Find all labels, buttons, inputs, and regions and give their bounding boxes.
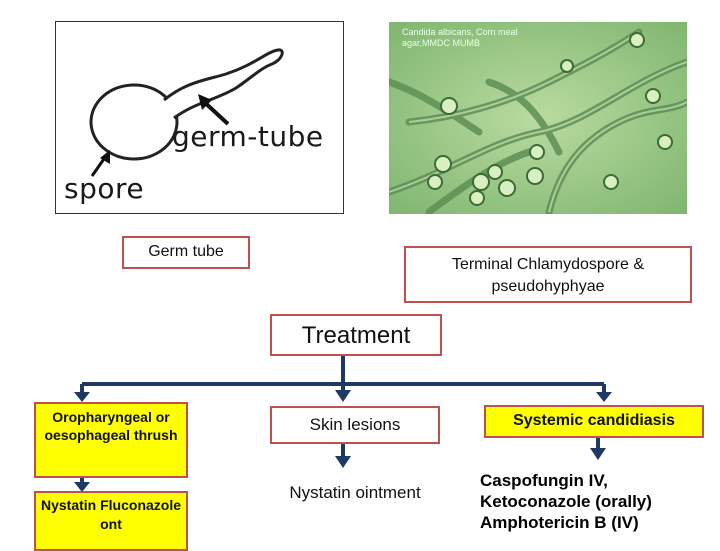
arrow-head-right — [596, 392, 612, 402]
arrow-head-right-step — [590, 448, 606, 460]
germ-tube-arrowhead — [198, 94, 212, 110]
arrow-head-mid-step — [335, 456, 351, 468]
chlamydospore-caption: Terminal Chlamydospore & pseudohyphyae — [404, 246, 692, 303]
skin-lesions-drug: Nystatin ointment — [289, 483, 421, 502]
germ-tube-sketch-label: germ-tube — [172, 120, 324, 153]
systemic-candidiasis-drug: Caspofungin IV, Ketoconazole (orally) Am… — [480, 471, 652, 532]
germ-tube-sketch — [89, 48, 284, 177]
spore-sketch-label: spore — [64, 172, 145, 205]
skin-lesions-box: Skin lesions — [270, 406, 440, 444]
arrow-head-left — [74, 392, 90, 402]
oral-thrush-box: Oropharyngeal or oesophageal thrush — [34, 402, 188, 478]
germ-tube-illustration: germ-tube spore — [55, 21, 344, 214]
spore-cell — [89, 83, 179, 161]
candida-micrograph: Candida albicans, Corn meal agar,MMDC MU… — [389, 22, 687, 214]
micrograph-image — [389, 22, 687, 214]
arrow-head-left-step — [74, 482, 90, 492]
oral-thrush-drug-box: Nystatin Fluconazole ont — [34, 491, 188, 551]
germ-tube-caption: Germ tube — [122, 236, 250, 269]
treatment-title: Treatment — [270, 314, 442, 356]
spore-arrowhead — [100, 150, 110, 164]
germ-tube-outline — [163, 48, 284, 120]
micrograph-caption: Candida albicans, Corn meal agar,MMDC MU… — [402, 27, 518, 48]
arrow-head-mid — [335, 390, 351, 402]
systemic-candidiasis-box: Systemic candidiasis — [484, 405, 704, 438]
